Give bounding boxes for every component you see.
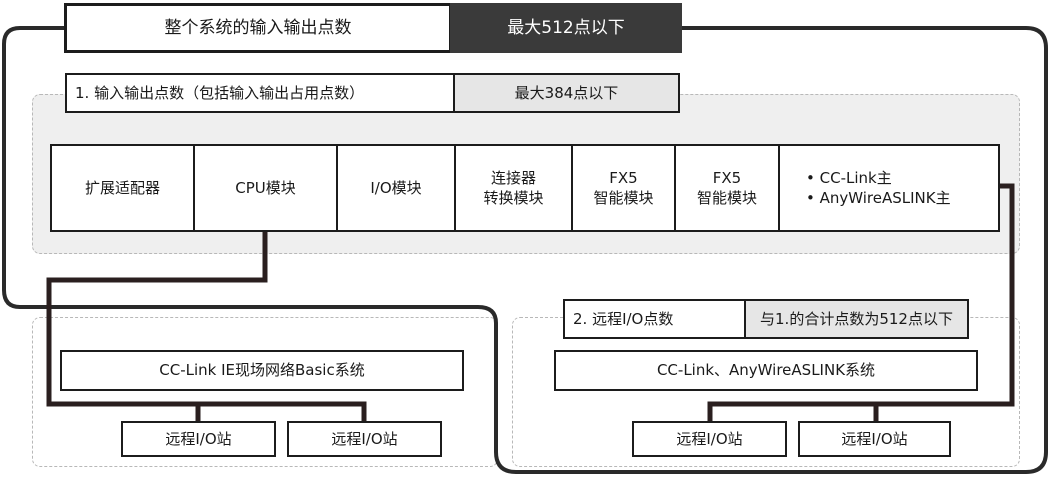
- module-line1: CPU模块: [235, 178, 296, 197]
- section2-label: 2. 远程I/O点数: [563, 299, 746, 339]
- master-line2: • AnyWireASLINK主: [806, 189, 951, 207]
- module-fx5-intelligent-1: FX5 智能模块: [571, 144, 676, 232]
- section2-value: 与1.的合计点数为512点以下: [744, 299, 969, 339]
- section2-value-text: 与1.的合计点数为512点以下: [760, 309, 953, 328]
- left-remote-io-station-2: 远程I/O站: [287, 421, 442, 457]
- module-expansion-adapter: 扩展适配器: [50, 144, 195, 232]
- module-fx5-intelligent-2: FX5 智能模块: [674, 144, 780, 232]
- left-network-system-text: CC-Link IE现场网络Basic系统: [159, 361, 365, 380]
- total-points-label: 整个系统的输入输出点数: [64, 3, 452, 53]
- total-points-value: 最大512点以下: [450, 3, 682, 53]
- module-line1: 连接器: [490, 168, 536, 187]
- section1-label-text: 1. 输入输出点数（包括输入输出占用点数）: [75, 83, 365, 102]
- module-io: I/O模块: [336, 144, 456, 232]
- module-line2: 智能模块: [593, 189, 654, 207]
- left-network-system: CC-Link IE现场网络Basic系统: [60, 350, 464, 391]
- total-points-label-text: 整个系统的输入输出点数: [164, 17, 352, 38]
- system-outline-frame: [2, 26, 1048, 474]
- right-network-system: CC-Link、AnyWireASLINK系统: [554, 350, 978, 391]
- module-cpu: CPU模块: [193, 144, 338, 232]
- module-line1: FX5: [609, 168, 638, 187]
- module-line1: 扩展适配器: [84, 178, 160, 197]
- section1-value: 最大384点以下: [453, 73, 680, 113]
- station-label: 远程I/O站: [841, 429, 908, 448]
- right-remote-io-station-1: 远程I/O站: [632, 421, 787, 457]
- module-master: • CC-Link主 • AnyWireASLINK主: [778, 144, 1000, 232]
- section1-label: 1. 输入输出点数（包括输入输出占用点数）: [65, 73, 455, 113]
- station-label: 远程I/O站: [676, 429, 743, 448]
- left-remote-io-station-1: 远程I/O站: [121, 421, 276, 457]
- module-line2: 转换模块: [483, 189, 544, 207]
- right-network-system-text: CC-Link、AnyWireASLINK系统: [656, 361, 876, 380]
- module-line2: 智能模块: [696, 189, 757, 207]
- right-remote-io-station-2: 远程I/O站: [798, 421, 951, 457]
- station-label: 远程I/O站: [165, 429, 232, 448]
- master-line1: • CC-Link主: [806, 168, 892, 187]
- station-label: 远程I/O站: [331, 429, 398, 448]
- cpu-to-left-network-line: [46, 232, 367, 424]
- module-connector-conversion: 连接器 转换模块: [454, 144, 573, 232]
- module-line1: I/O模块: [370, 178, 422, 197]
- section1-value-text: 最大384点以下: [514, 83, 619, 102]
- module-line1: FX5: [712, 168, 742, 187]
- total-points-value-text: 最大512点以下: [507, 17, 625, 38]
- section2-label-text: 2. 远程I/O点数: [573, 309, 674, 328]
- master-to-right-network-line: [707, 183, 1015, 424]
